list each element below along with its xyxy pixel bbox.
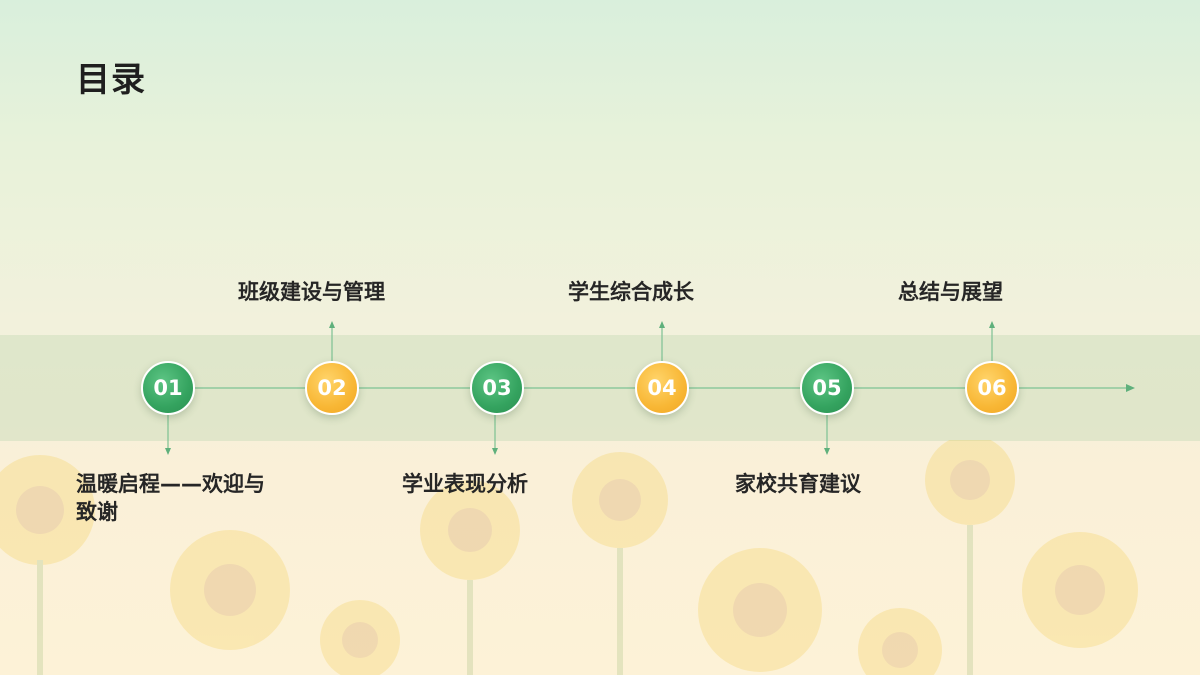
timeline-label-03: 学业表现分析	[402, 472, 528, 496]
timeline-node-01: 01	[141, 361, 195, 415]
timeline-label-02: 班级建设与管理	[238, 280, 385, 304]
timeline-node-04: 04	[635, 361, 689, 415]
sunflower-background	[0, 440, 1138, 675]
timeline-label-06: 总结与展望	[898, 280, 1003, 304]
timeline-node-02: 02	[305, 361, 359, 415]
timeline-label-05: 家校共育建议	[735, 472, 861, 496]
page-title: 目录	[76, 60, 146, 100]
timeline-node-05: 05	[800, 361, 854, 415]
timeline-label-04: 学生综合成长	[568, 280, 694, 304]
timeline-node-06: 06	[965, 361, 1019, 415]
timeline-node-03: 03	[470, 361, 524, 415]
timeline-label-01: 温暖启程——欢迎与致谢	[76, 472, 265, 524]
